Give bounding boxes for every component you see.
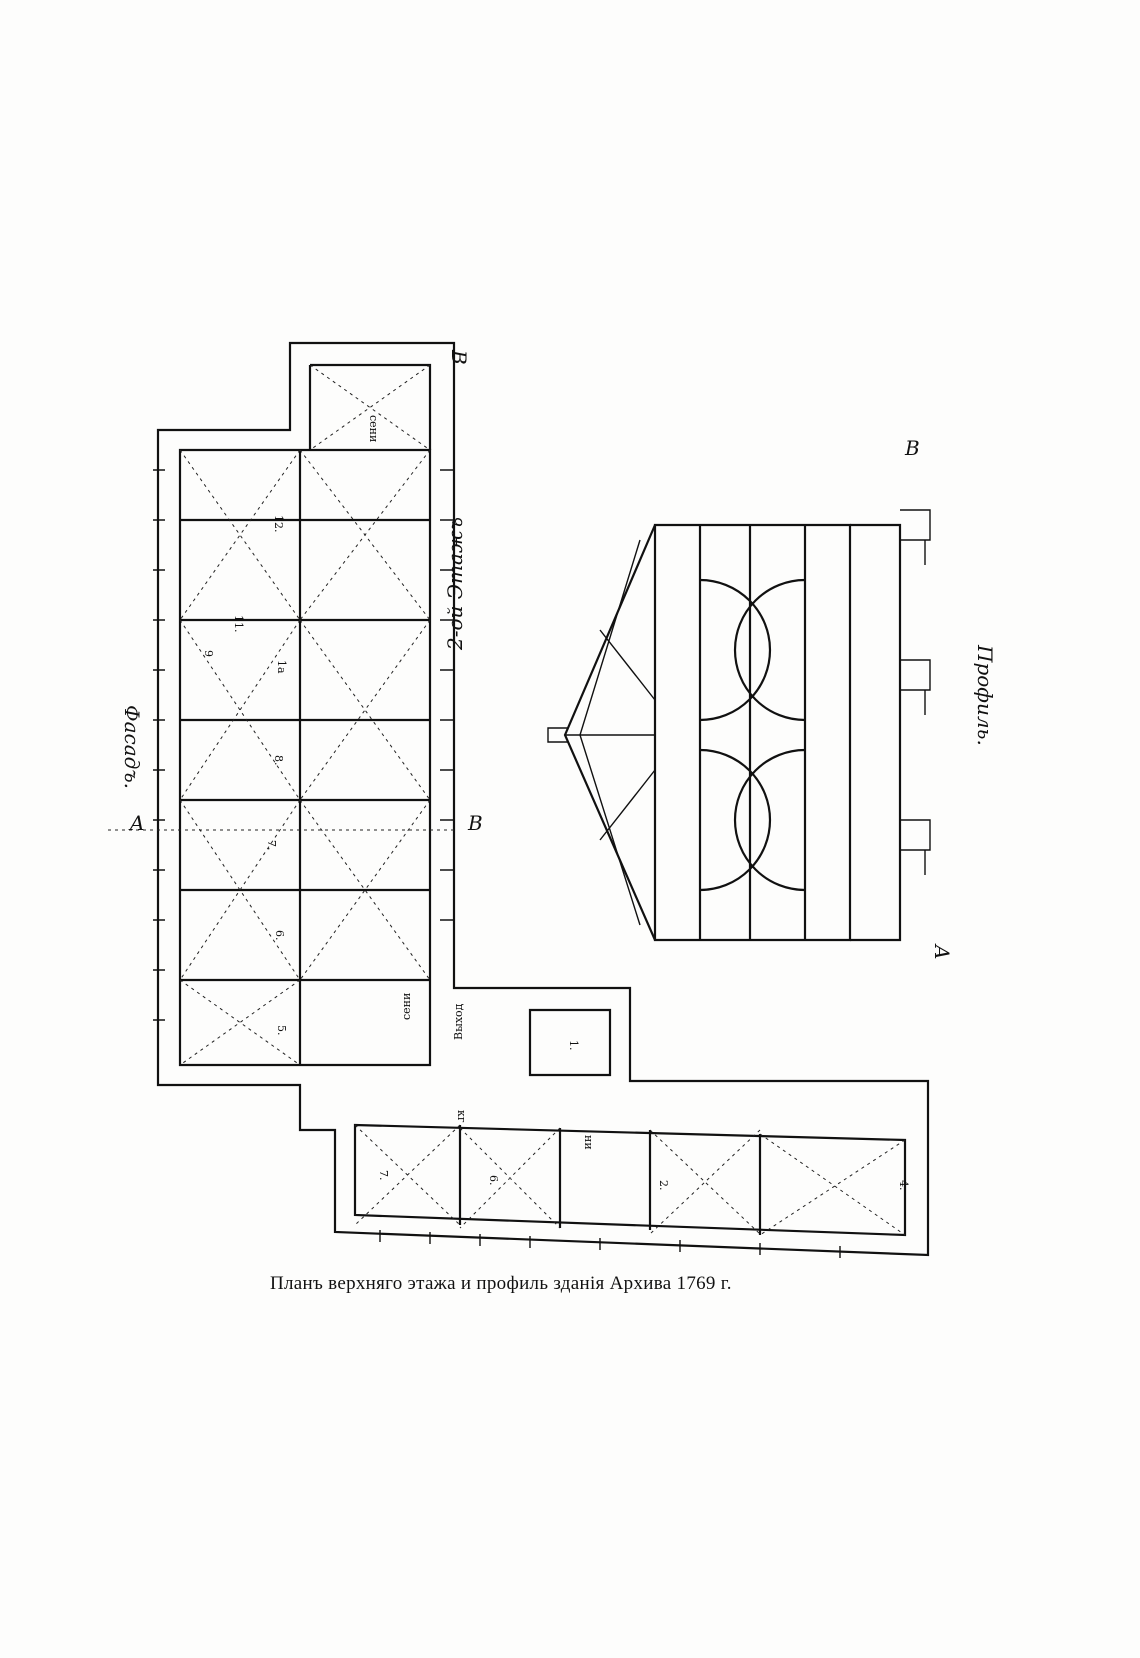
floor-label: 2-ой Этажъ — [443, 517, 467, 651]
section-marker-b: B — [467, 811, 483, 835]
room-label: 8. — [272, 755, 285, 766]
room-label: 7. — [377, 1170, 390, 1181]
section-marker-a: A — [128, 811, 144, 835]
room-label: 6. — [487, 1175, 500, 1186]
room-label: 11. — [232, 615, 245, 633]
room-label: 6. — [273, 930, 286, 941]
room-label: 2. — [657, 1180, 670, 1191]
facade-label: Фасадъ. — [120, 705, 144, 789]
room-label: Выход — [452, 1003, 465, 1040]
room-label: 7. — [265, 840, 278, 851]
room-label: 12. — [272, 515, 285, 533]
room-label: сени — [400, 993, 413, 1020]
floor-plan: A B B Фасадъ. 2-ой Этажъ сени 12. 11. 1а… — [108, 341, 930, 1258]
room-label: кг — [455, 1110, 468, 1123]
room-label: 5. — [275, 1025, 288, 1036]
room-label: сени — [367, 415, 380, 442]
profile-marker-b: B — [904, 436, 920, 460]
profile-marker-a: A — [930, 943, 954, 959]
room-labels: сени 12. 11. 1а 9 8. 7. 6. 5. сени Выход… — [202, 415, 910, 1191]
corner-marker: B — [447, 349, 471, 365]
room-label: 9 — [202, 650, 215, 657]
figure-caption: Планъ верхняго этажа и профиль зданія Ар… — [270, 1273, 732, 1294]
room-label: 4. — [897, 1180, 910, 1191]
profile-section: B A Профиль. — [547, 436, 997, 959]
room-label: ни — [582, 1135, 595, 1150]
room-label: 1. — [567, 1040, 580, 1051]
room-label: 1а — [275, 660, 288, 674]
profile-label: Профиль. — [973, 644, 997, 746]
